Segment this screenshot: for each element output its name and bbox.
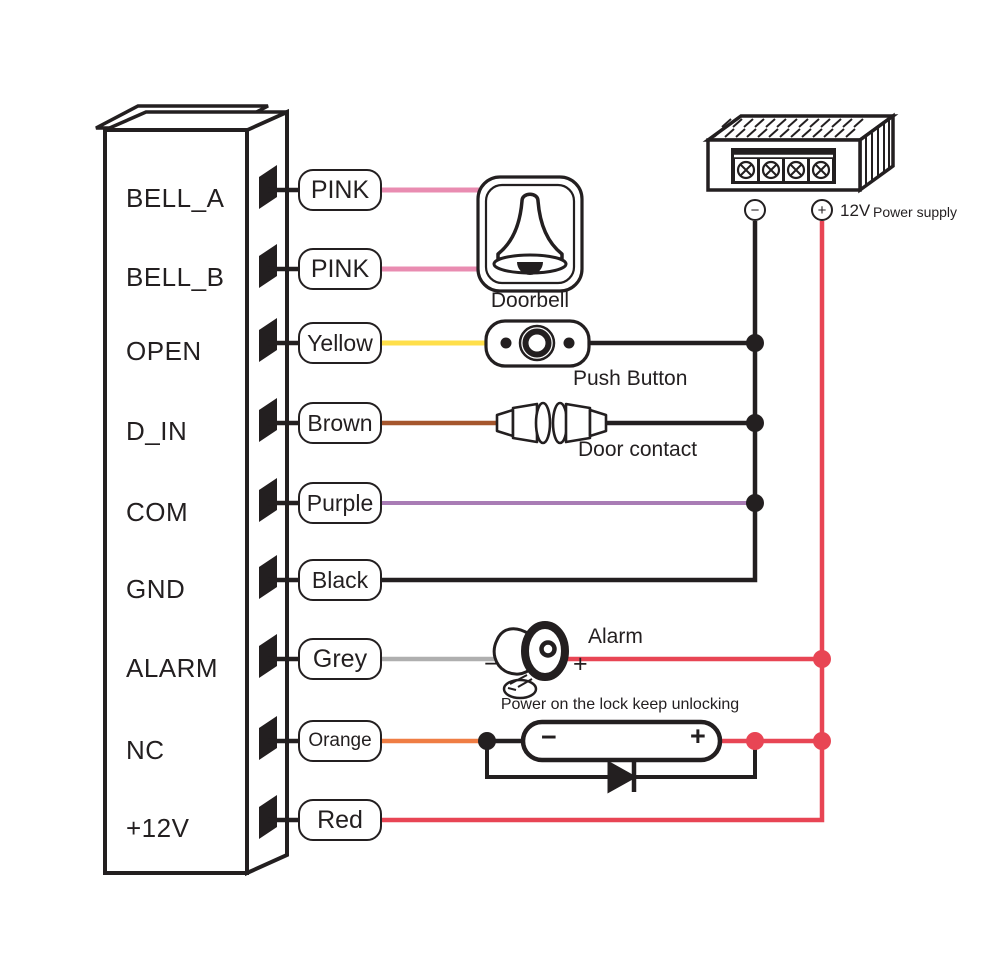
terminal-stubs [268,187,302,823]
bell-clapper [517,262,543,275]
lock-minus-sign: − [541,722,557,752]
ps-plus-terminal: + [811,199,833,221]
terminal-label-alarm: ALARM [126,653,219,683]
diode-triangle [607,760,638,794]
ps-screw-terminals [735,159,832,181]
wire-tag-black: Black [298,559,382,601]
terminal-label-gnd: GND [126,574,186,604]
box-front-face [103,128,249,875]
bell-icon [496,192,564,261]
junction-dot [746,732,764,750]
wire-tag-brown: Brown [298,402,382,444]
tab-gnd [259,555,277,599]
junction-dot [746,494,764,512]
wire-tag-yellow: Yellow [298,322,382,364]
diode-loop-right [633,741,757,779]
lock-plus-sign: + [690,721,706,751]
wire-12v-red [382,221,825,823]
wire-tag-pink-b: PINK [298,248,382,290]
push-button-caption: Push Button [573,367,688,390]
tab-open [259,318,277,362]
ps-minus-terminal: − [744,199,766,221]
ps-side-hatch [865,120,890,185]
doorbell-icon [476,175,584,293]
push-button-icon [484,319,591,368]
door-contact-caption: Door contact [578,438,698,461]
wire-tag-grey: Grey [298,638,382,680]
alarm-siren-icon [492,621,569,700]
wires [382,187,825,823]
wire-tag-pink-a: PINK [298,169,382,211]
terminal-label-nc: NC [126,735,165,765]
tab-alarm [259,634,277,678]
doorbell-caption: Doorbell [490,289,570,312]
lock-body [520,719,723,763]
tab-com [259,478,277,522]
wire-tag-purple: Purple [298,482,382,524]
ps-top-hatch [713,118,864,138]
alarm-minus-sign: − [484,650,499,678]
tab-bell-a [259,165,277,209]
terminal-label-bell-b: BELL_B [126,262,225,292]
power-supply-icon [702,112,899,194]
junction-dot [746,414,764,432]
tab-nc [259,716,277,760]
terminal-label-12v: +12V [126,813,190,843]
terminal-label-d-in: D_IN [126,416,188,446]
tab-d-in [259,398,277,442]
tab-bell-b [259,244,277,288]
junction-dot [478,732,496,750]
door-contact-icon [495,401,608,445]
diode-icon [607,760,638,794]
junction-dots [478,334,831,750]
alarm-plus-sign: + [573,650,588,678]
terminal-tabs [259,165,277,839]
terminal-label-open: OPEN [126,336,202,366]
controller-box [95,104,289,877]
ps-voltage: 12V [840,201,871,220]
ps-label: Power supply [873,204,958,220]
junction-dot [746,334,764,352]
junction-dot [813,732,831,750]
alarm-caption: Alarm [588,625,643,648]
lock-note: Power on the lock keep unlocking [500,696,740,713]
terminal-label-com: COM [126,497,189,527]
terminal-label-bell-a: BELL_A [126,183,225,213]
junction-dot [813,650,831,668]
tab-12v [259,795,277,839]
wire-tag-orange: Orange [298,720,382,762]
diode-loop-left [485,741,610,779]
wire-tag-red: Red [298,799,382,841]
